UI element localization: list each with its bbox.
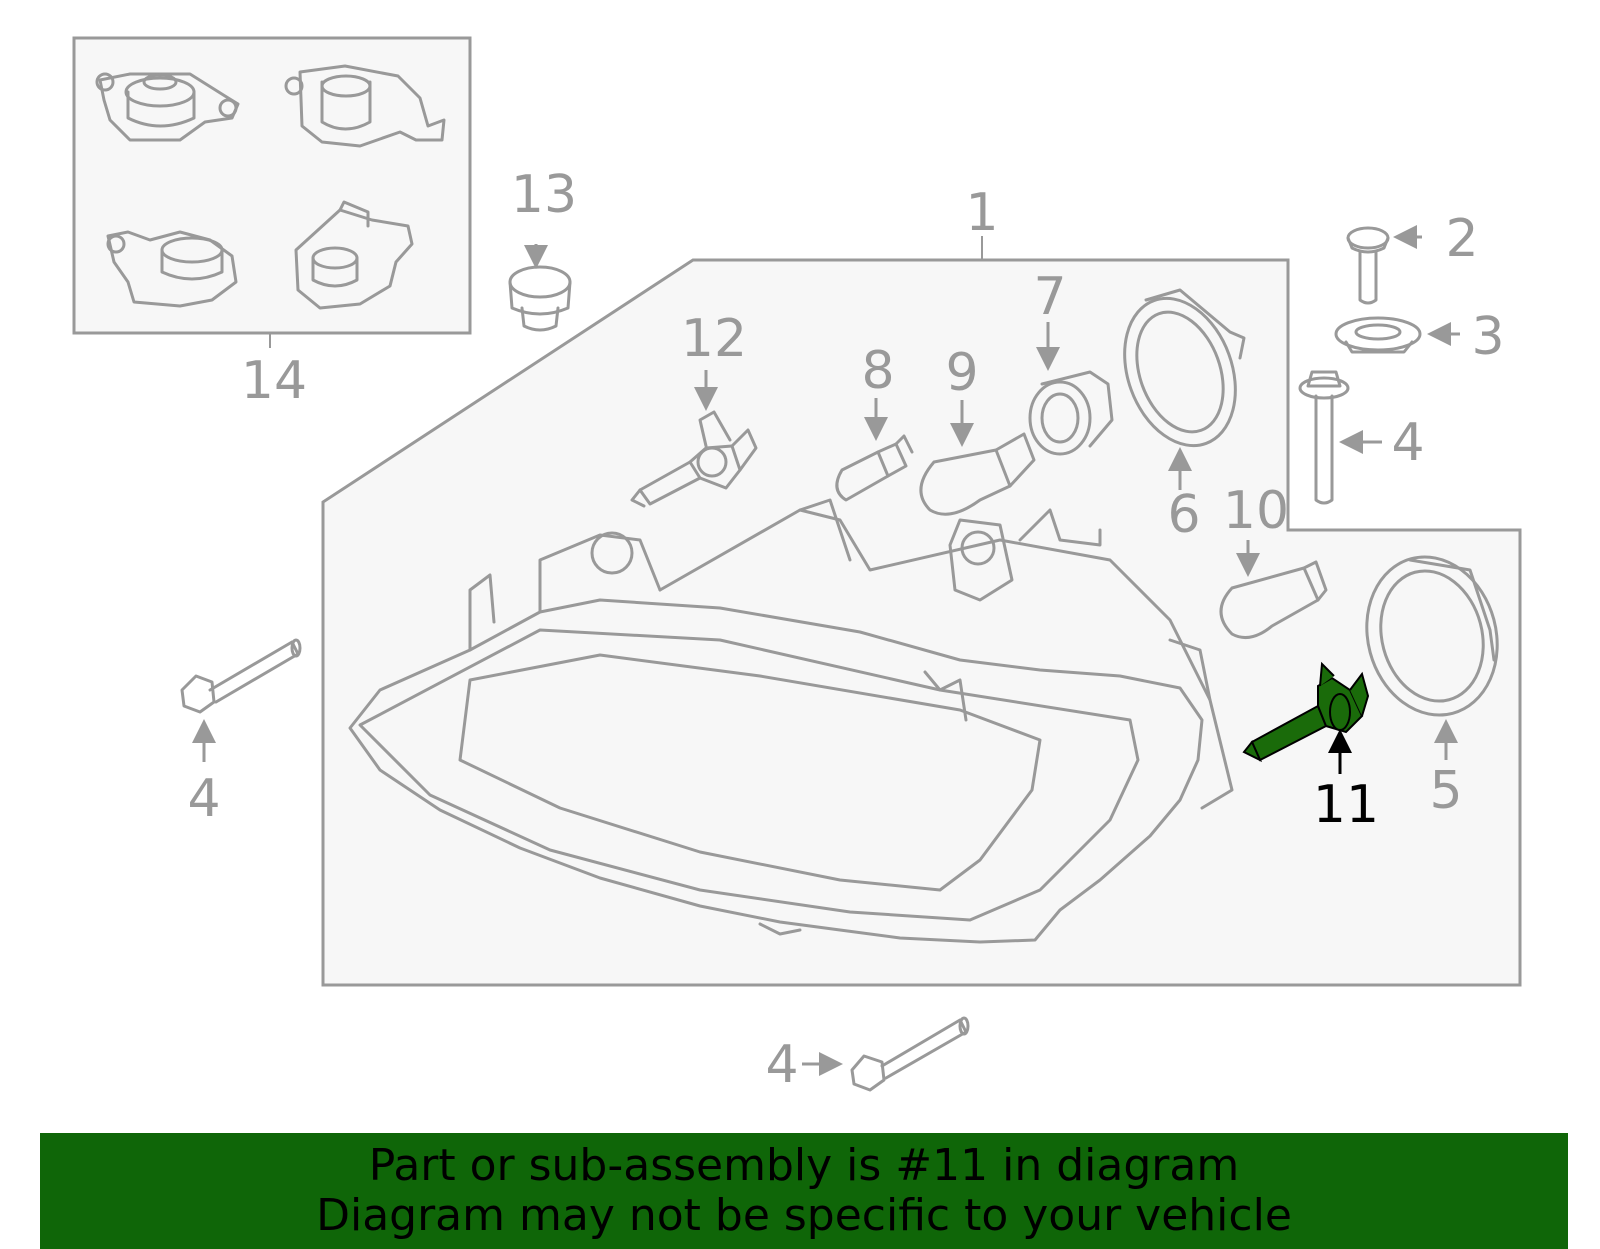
- grommet-13: [508, 265, 572, 332]
- bracket-sketch-3: [106, 230, 238, 308]
- bulb-12: [630, 410, 758, 508]
- callout-9: 9: [945, 343, 978, 403]
- footer-line-part-number: Part or sub-assembly is #11 in diagram: [368, 1140, 1240, 1191]
- callout-10: 10: [1223, 481, 1289, 541]
- bracket-sketch-2: [284, 64, 446, 148]
- bulb-9: [919, 432, 1036, 516]
- bolt-4-bottom: [850, 1016, 970, 1092]
- cover-ring-6: [1123, 288, 1246, 448]
- footer-banner: Part or sub-assembly is #11 in diagram D…: [40, 1133, 1568, 1249]
- callout-labels: 1 2 3 4 4 4 5 6 7 8 9 10 11 12 13 14: [187, 165, 1504, 1095]
- bulb-8: [835, 434, 914, 502]
- callout-12: 12: [681, 309, 747, 369]
- screw-2: [1346, 226, 1390, 305]
- bracket-sketch-4: [294, 200, 414, 310]
- washer-3: [1334, 316, 1422, 354]
- bolt-4-left: [180, 638, 302, 714]
- bolt-4-upper: [1298, 370, 1350, 505]
- cover-ring-5: [1365, 555, 1499, 717]
- callout-5: 5: [1429, 761, 1462, 821]
- headlamp-housing: [348, 498, 1234, 944]
- bracket-sketch-1: [95, 72, 240, 142]
- bulb-10: [1219, 560, 1328, 640]
- callout-3: 3: [1471, 307, 1504, 367]
- callout-4-bottom: 4: [765, 1035, 798, 1095]
- callout-2: 2: [1445, 209, 1478, 269]
- callout-7: 7: [1033, 267, 1066, 327]
- assembly-panel-1: [321, 236, 1522, 987]
- callout-6: 6: [1167, 485, 1200, 545]
- socket-7: [1028, 370, 1114, 456]
- bulb-11-highlighted[interactable]: [1242, 661, 1370, 763]
- callout-1: 1: [965, 183, 998, 243]
- callout-13: 13: [511, 165, 577, 225]
- callout-8: 8: [861, 341, 894, 401]
- inset-box-14: [72, 36, 472, 348]
- callout-11: 11: [1313, 775, 1379, 835]
- footer-line-disclaimer: Diagram may not be specific to your vehi…: [316, 1190, 1292, 1241]
- callout-arrows: [192, 225, 1460, 1076]
- callout-4-upper: 4: [1391, 413, 1424, 473]
- callout-14: 14: [241, 351, 307, 411]
- callout-4-left: 4: [187, 769, 220, 829]
